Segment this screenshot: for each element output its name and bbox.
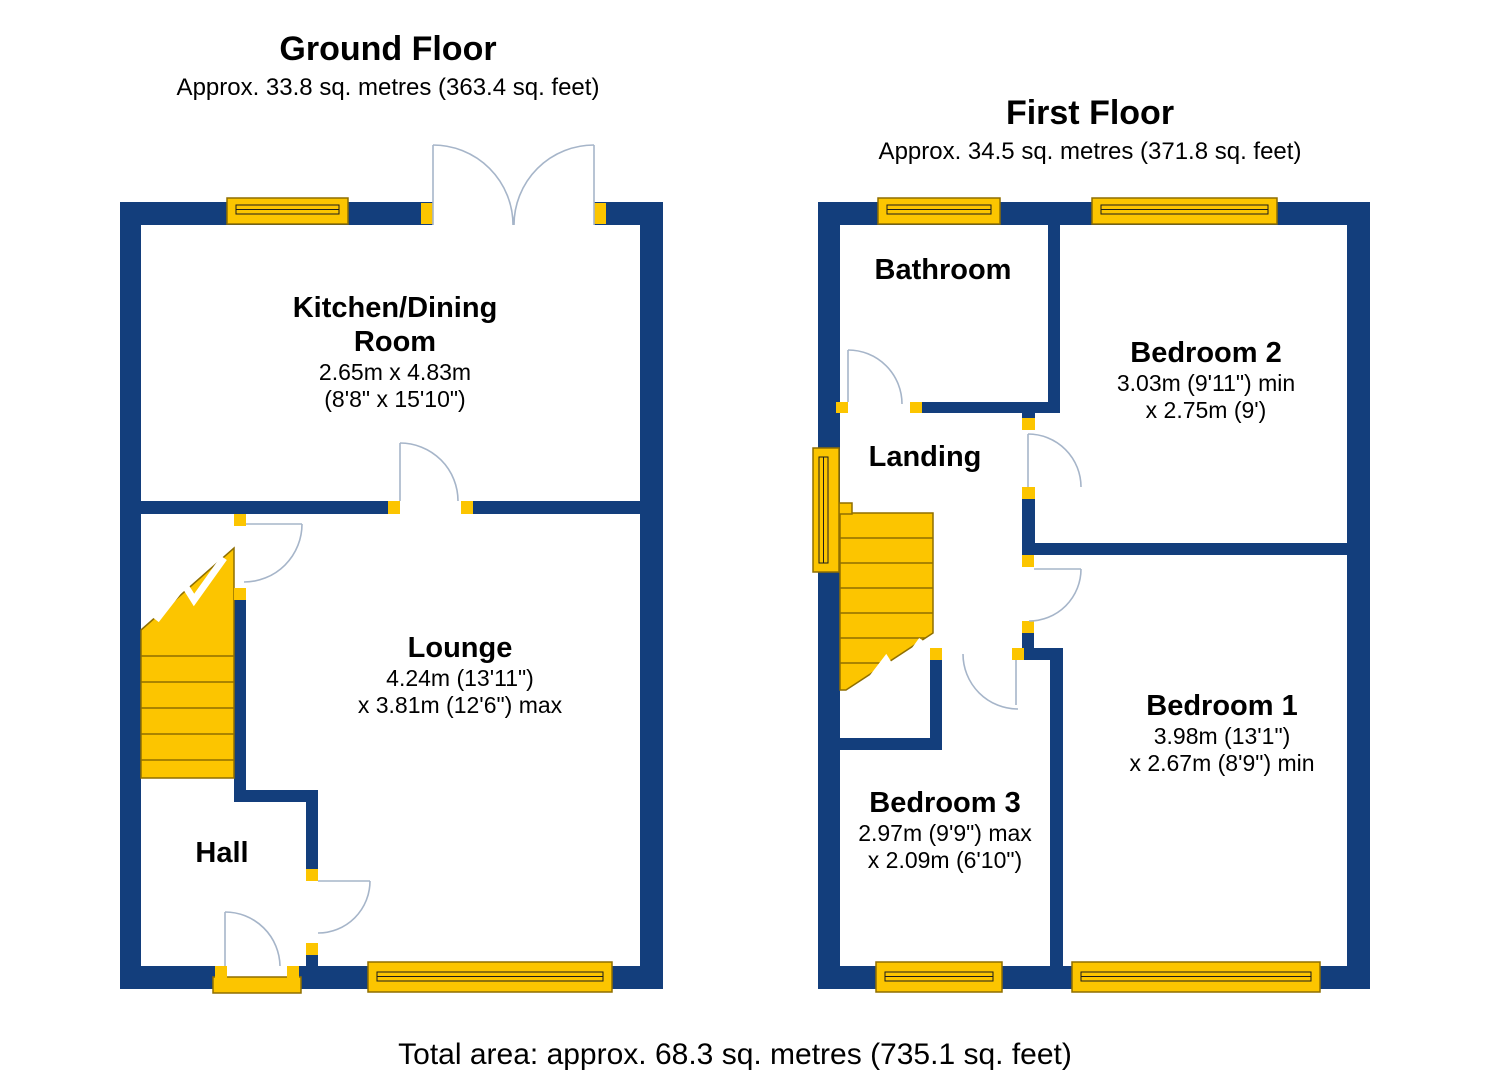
ff-stairwell-window xyxy=(812,447,840,573)
kitchen-name-line2: Room xyxy=(353,326,437,358)
bedroom1-name: Bedroom 1 xyxy=(1146,690,1298,722)
room-label-kitchen: Kitchen/Dining Room 2.65m x 4.83m (8'8" … xyxy=(293,291,498,413)
gf-windows xyxy=(212,197,613,994)
bedroom3-name: Bedroom 3 xyxy=(869,787,1021,819)
bedroom3-dim2: x 2.09m (6'10") xyxy=(867,847,1023,873)
gf-stairs xyxy=(140,546,235,779)
gf-hall-door xyxy=(317,880,371,934)
gf-doors xyxy=(224,144,595,967)
bedroom2-dim1: 3.03m (9'11") min xyxy=(1116,370,1296,396)
bedroom3-dim1: 2.97m (9'9") max xyxy=(858,820,1032,846)
ff-bedroom1-window xyxy=(1071,961,1321,993)
ff-bedroom2-door xyxy=(1027,433,1082,488)
room-label-bedroom2: Bedroom 2 3.03m (9'11") min x 2.75m (9') xyxy=(1117,336,1295,424)
kitchen-dim1: 2.65m x 4.83m xyxy=(318,359,472,385)
gf-front-door-threshold xyxy=(212,976,302,994)
landing-name: Landing xyxy=(868,441,982,473)
gf-front-door xyxy=(224,911,281,967)
bedroom1-dim1: 3.98m (13'1") xyxy=(1153,723,1291,749)
total-area-text: Total area: approx. 68.3 sq. metres (735… xyxy=(398,1038,1072,1071)
lounge-dim2: x 3.81m (12'6") max xyxy=(357,692,563,718)
first-floor-subtitle: Approx. 34.5 sq. metres (371.8 sq. feet) xyxy=(878,138,1302,165)
room-label-lounge: Lounge 4.24m (13'11") x 3.81m (12'6") ma… xyxy=(358,631,562,719)
hall-name: Hall xyxy=(195,837,249,869)
ff-bathroom-door xyxy=(847,349,903,405)
lounge-dim1: 4.24m (13'11") xyxy=(386,665,534,691)
ff-bathroom-window xyxy=(877,197,1001,225)
ff-door-jambs xyxy=(836,402,1035,660)
ff-stairs xyxy=(838,502,934,697)
first-floor-plan xyxy=(812,197,1370,993)
ff-windows xyxy=(812,197,1321,993)
lounge-name: Lounge xyxy=(407,632,513,664)
first-floor-title-block: First Floor Approx. 34.5 sq. metres (371… xyxy=(879,94,1302,166)
gf-kitchen-window xyxy=(226,197,349,225)
bedroom2-dim2: x 2.75m (9') xyxy=(1145,397,1267,423)
ground-floor-title-block: Ground Floor Approx. 33.8 sq. metres (36… xyxy=(177,30,600,102)
room-label-bedroom1: Bedroom 1 3.98m (13'1") x 2.67m (8'9") m… xyxy=(1129,689,1314,777)
ground-floor-title: Ground Floor xyxy=(279,30,497,68)
gf-lounge-window xyxy=(367,961,613,993)
ff-bedroom3-window xyxy=(875,961,1003,993)
kitchen-name-line1: Kitchen/Dining xyxy=(292,292,498,324)
kitchen-dim2: (8'8" x 15'10") xyxy=(324,386,466,412)
first-floor-title: First Floor xyxy=(1005,94,1175,132)
ff-doors xyxy=(847,349,1082,710)
ground-floor-subtitle: Approx. 33.8 sq. metres (363.4 sq. feet) xyxy=(176,74,600,101)
gf-door-jambs xyxy=(215,203,606,978)
ff-bedroom1-door xyxy=(1028,568,1082,622)
ff-bedroom2-window xyxy=(1091,197,1278,225)
ground-floor-plan xyxy=(120,144,663,994)
room-label-bathroom: Bathroom xyxy=(875,253,1012,287)
ff-bedroom3-door xyxy=(962,653,1019,710)
bedroom1-dim2: x 2.67m (8'9") min xyxy=(1129,750,1315,776)
room-label-hall: Hall xyxy=(195,836,248,870)
gf-lounge-door xyxy=(243,523,303,583)
room-label-bedroom3: Bedroom 3 2.97m (9'9") max x 2.09m (6'10… xyxy=(858,786,1032,874)
gf-kitchen-door xyxy=(399,442,459,502)
bedroom2-name: Bedroom 2 xyxy=(1130,337,1282,369)
room-label-landing: Landing xyxy=(869,440,982,474)
gf-walls xyxy=(120,202,663,989)
gf-patio-double-door xyxy=(432,144,595,226)
bathroom-name: Bathroom xyxy=(874,254,1012,286)
